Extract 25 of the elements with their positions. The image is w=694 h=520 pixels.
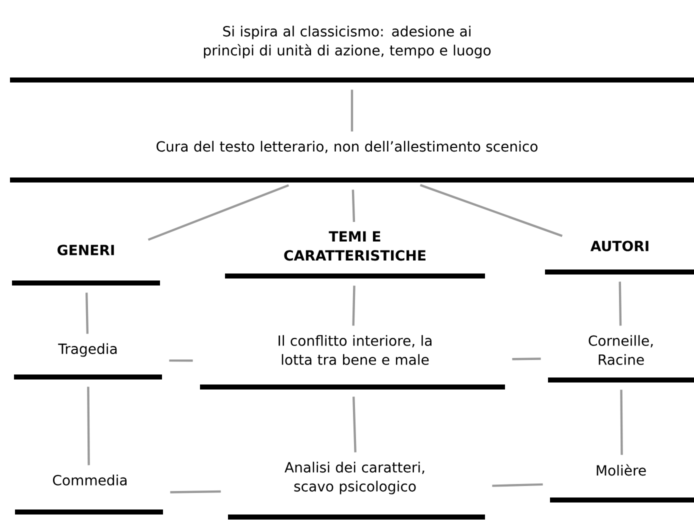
- underlined-text: Molière: [550, 464, 694, 502]
- underlined-text: Commedia: [15, 474, 163, 514]
- connector-line: [87, 386, 90, 466]
- underlined-text: Corneille, Racine: [548, 335, 694, 382]
- connector-line: [352, 190, 356, 222]
- connector-line: [86, 292, 89, 334]
- connector-line: [352, 286, 356, 326]
- underlined-text: Il conflitto interiore, la lotta tra bene e male: [200, 335, 505, 390]
- connector-line: [352, 396, 356, 452]
- connector-line: [512, 358, 541, 360]
- connector-line: [420, 184, 563, 237]
- underlined-text: Tragedia: [14, 343, 162, 380]
- connector-line: [169, 359, 193, 362]
- connector-line: [492, 483, 543, 487]
- heading: GENERI: [12, 244, 160, 286]
- heading: AUTORI: [545, 240, 694, 274]
- connector-line: [170, 490, 221, 494]
- connector-line: [148, 184, 290, 241]
- heading: TEMI E CARATTERISTICHE: [225, 231, 485, 278]
- underlined-text: Analisi dei caratteri, scavo psicologico: [228, 462, 485, 520]
- connector-line: [350, 90, 354, 132]
- underlined-text: Si ispira al classicismo: adesione ai princìpi di unità di azione, tempo e luogo: [10, 26, 694, 82]
- connector-line: [618, 282, 622, 326]
- connector-line: [620, 390, 623, 455]
- underlined-text: Cura del testo letterario, non dell’allestimento scenico: [10, 140, 694, 182]
